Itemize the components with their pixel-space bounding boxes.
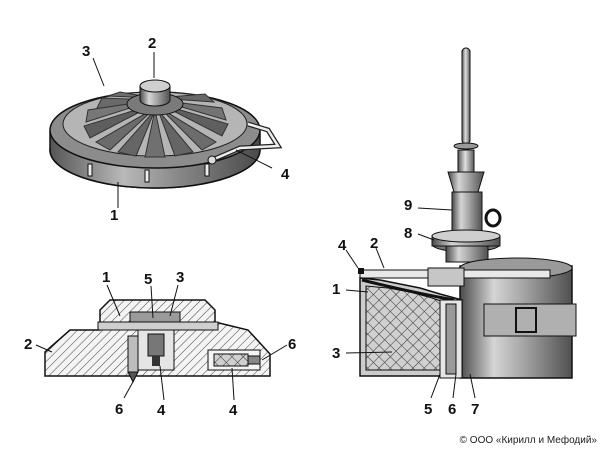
label-section-6-right: 6 — [288, 336, 297, 353]
label-section-1: 1 — [102, 269, 111, 286]
label-fuze-4: 4 — [338, 237, 347, 254]
label-mine-view-4: 4 — [281, 166, 290, 183]
mine-section — [44, 299, 271, 384]
label-section-4: 4 — [157, 402, 166, 419]
copyright-notice: © ООО «Кирилл и Мефодий» — [459, 435, 597, 446]
mine-view — [49, 79, 283, 189]
label-fuze-5: 5 — [424, 401, 433, 418]
leader-lines — [35, 52, 476, 401]
label-mine-view-1: 1 — [110, 207, 119, 224]
label-section-2: 2 — [24, 336, 33, 353]
label-mine-view-3: 3 — [82, 43, 91, 60]
label-fuze-2: 2 — [370, 235, 379, 252]
label-fuze-1: 1 — [332, 281, 341, 298]
label-fuze-6: 6 — [448, 401, 457, 418]
label-fuze-9: 9 — [404, 197, 413, 214]
label-section-4-right: 4 — [229, 402, 238, 419]
label-section-5: 5 — [144, 271, 153, 288]
label-fuze-3: 3 — [332, 345, 341, 362]
label-mine-view-2: 2 — [148, 35, 157, 52]
label-fuze-8: 8 — [404, 225, 413, 242]
label-section-6: 6 — [115, 401, 124, 418]
label-fuze-7: 7 — [471, 401, 480, 418]
label-section-3: 3 — [176, 269, 185, 286]
fuze-section — [358, 47, 577, 379]
